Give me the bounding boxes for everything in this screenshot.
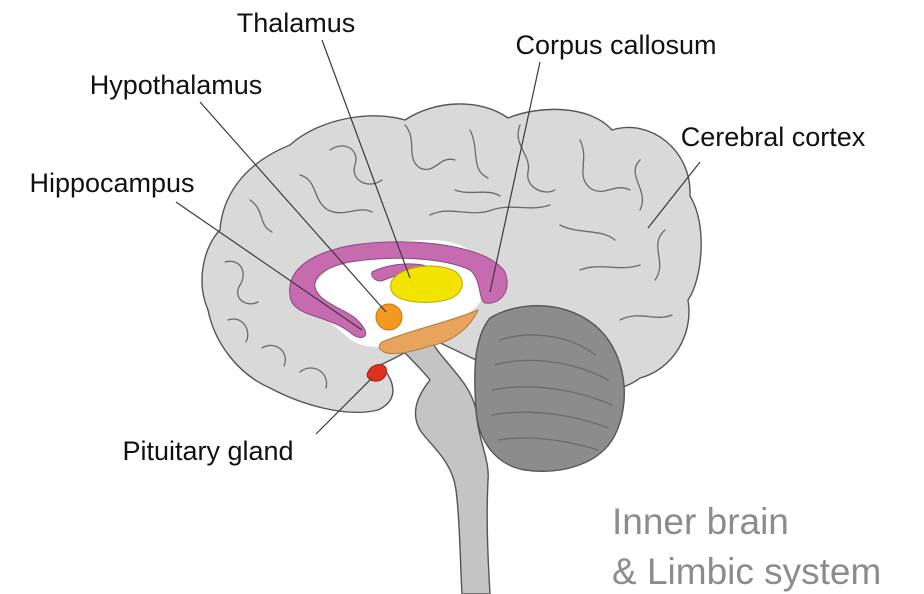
label-pituitary-gland: Pituitary gland	[122, 436, 293, 466]
caption-line-2: & Limbic system	[612, 551, 881, 592]
label-hypothalamus: Hypothalamus	[90, 70, 263, 100]
caption-line-1: Inner brain	[612, 501, 789, 542]
label-cerebral-cortex: Cerebral cortex	[681, 122, 866, 152]
hypothalamus-shape	[376, 304, 402, 330]
label-corpus-callosum: Corpus callosum	[515, 30, 716, 60]
label-thalamus: Thalamus	[237, 8, 356, 38]
label-hippocampus: Hippocampus	[29, 168, 194, 198]
